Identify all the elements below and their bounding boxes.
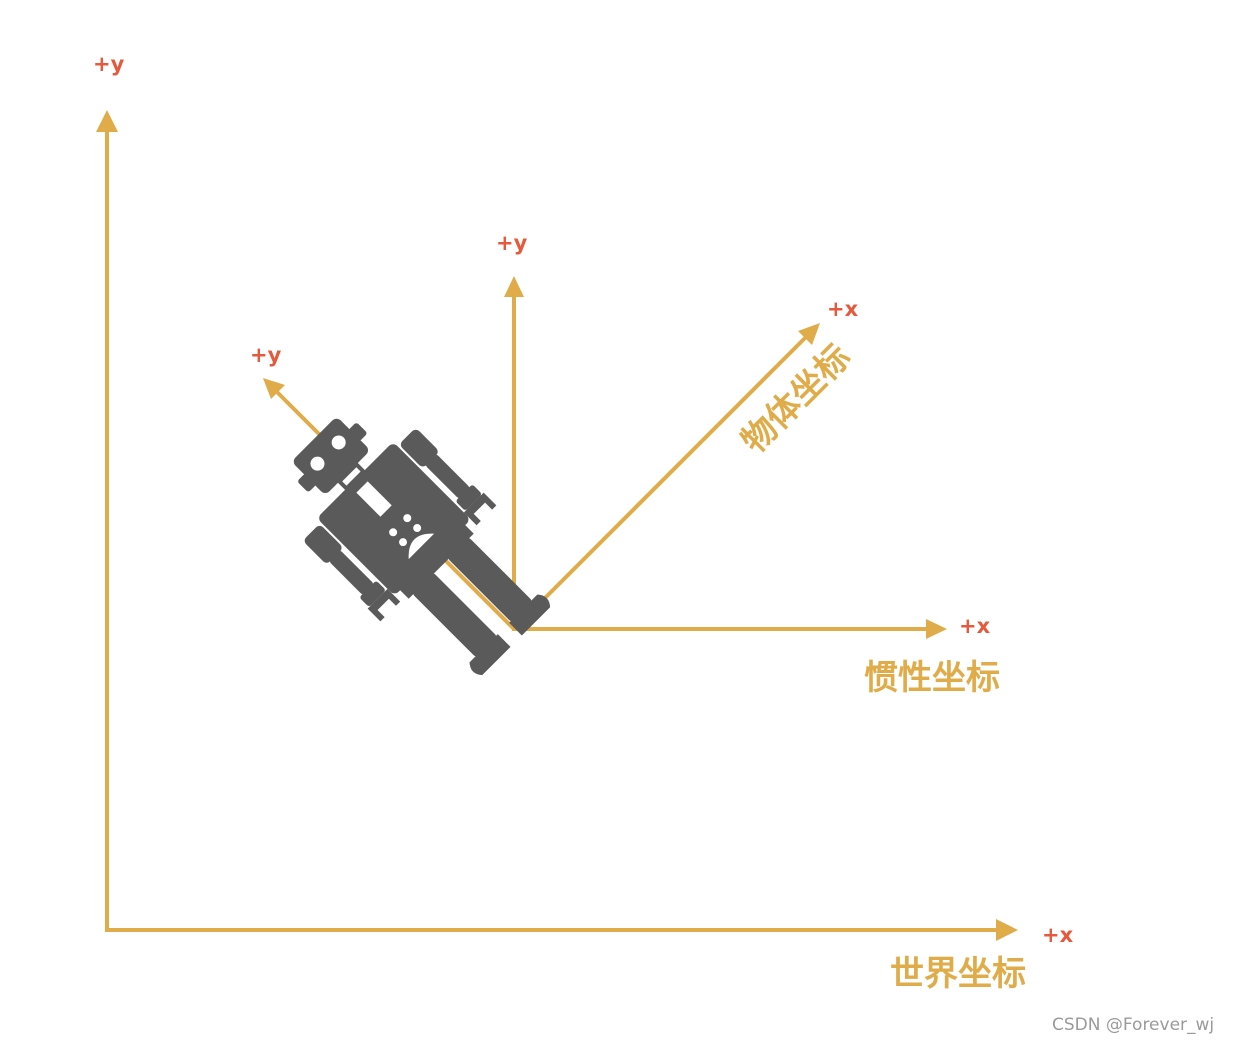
world-y-label: +y (93, 52, 125, 76)
object-x-axis (512, 335, 808, 631)
object-y-label: +y (250, 343, 282, 367)
inertial-frame-name: 惯性坐标 (864, 658, 1000, 698)
inertial-x-arrowhead (926, 619, 947, 639)
inertial-y-label: +y (496, 231, 528, 255)
world-x-arrowhead (996, 919, 1018, 941)
inertial-y-arrowhead (504, 276, 524, 297)
world-y-arrowhead (96, 110, 118, 132)
object-x-label: +x (827, 297, 859, 321)
object-y-arrowhead (263, 378, 285, 399)
watermark-text: CSDN @Forever_wj (1052, 1015, 1214, 1035)
object-x-arrowhead (798, 323, 820, 345)
world-x-label: +x (1042, 923, 1074, 947)
world-frame: +y +x 世界坐标 (93, 52, 1074, 994)
object-frame-name: 物体坐标 (734, 337, 858, 461)
inertial-frame: +y +x 惯性坐标 (496, 231, 1000, 698)
world-frame-name: 世界坐标 (890, 954, 1026, 994)
inertial-x-label: +x (959, 614, 991, 638)
robot-icon (293, 418, 551, 676)
